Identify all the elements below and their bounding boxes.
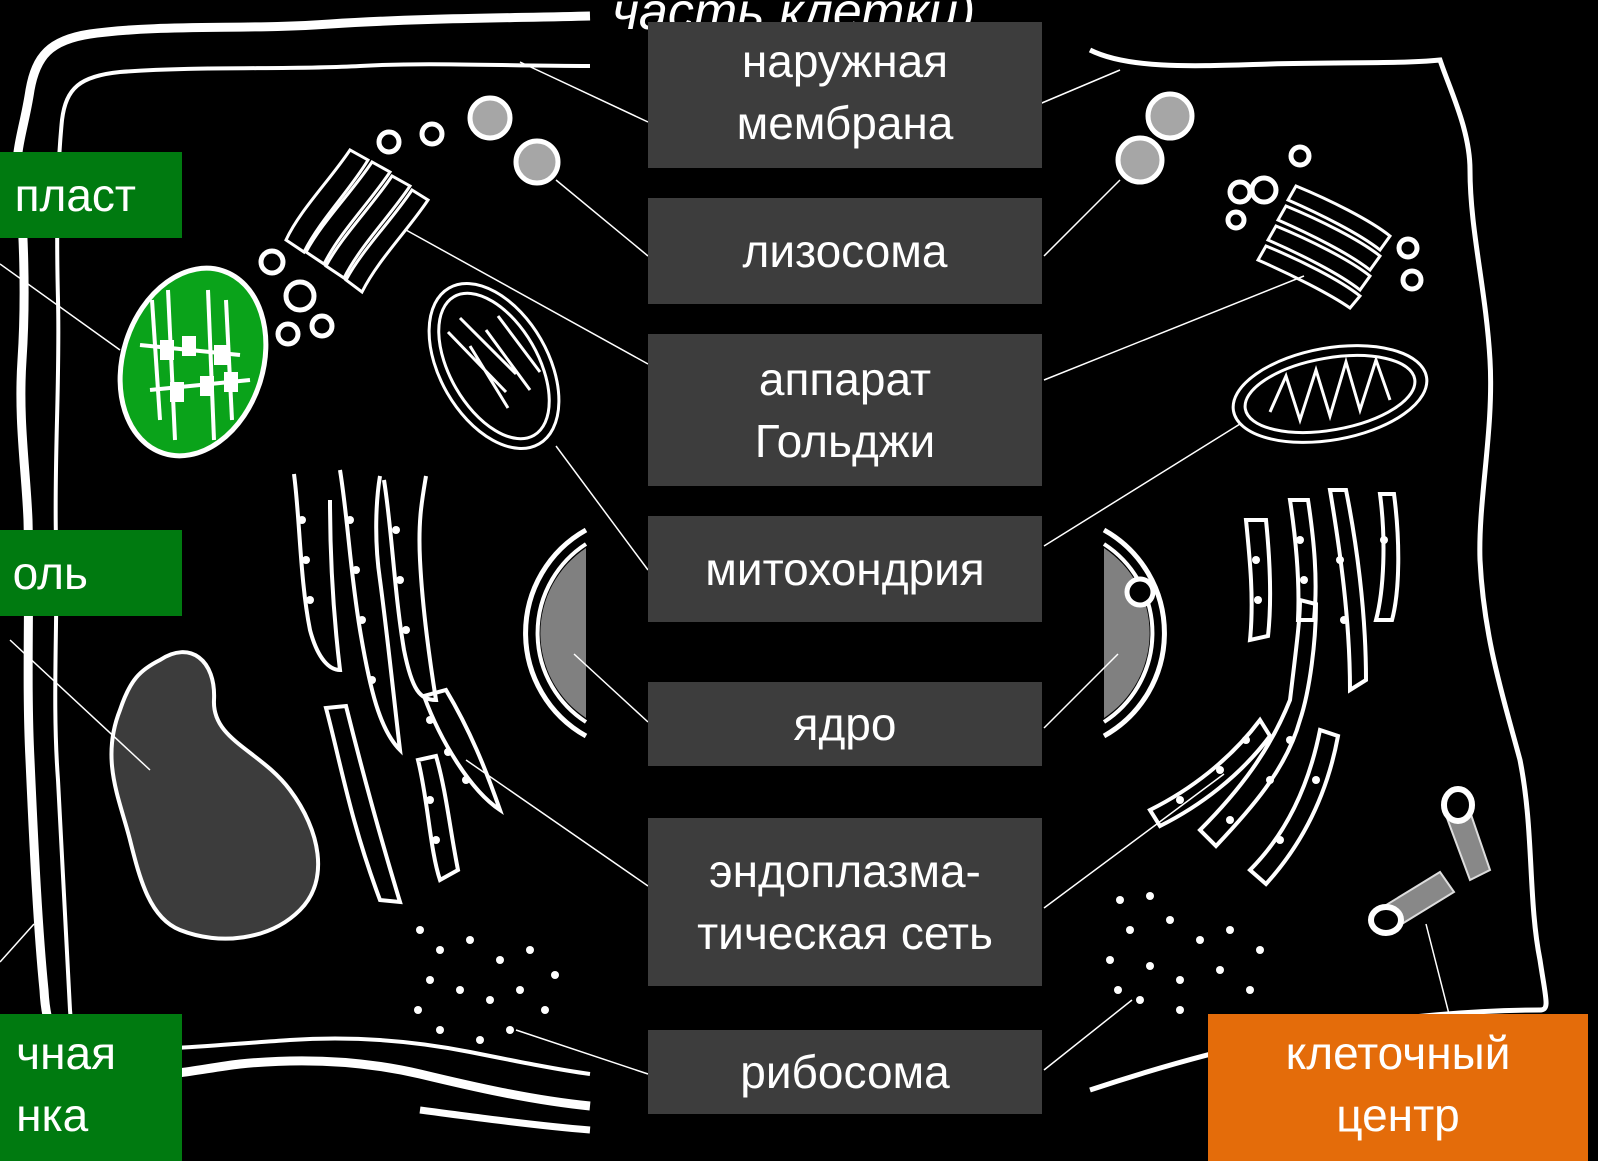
plant-er [294,470,500,902]
label-centrosome-line1: клеточный [1286,1022,1511,1084]
label-vacuole-text: оль [13,542,88,604]
label-golgi-line1: аппарат [755,348,936,410]
plant-ribosomes [414,926,559,1044]
label-membrane-line1: наружная [737,30,954,92]
animal-membrane [1090,50,1546,1090]
label-mitochondrion: митохондрия [648,516,1042,622]
animal-er [1150,490,1398,884]
animal-ribosomes [1106,892,1264,1014]
label-vacuole: оль [0,530,182,616]
label-er-line1: эндоплазма- [697,840,993,902]
label-chloroplast: пласт [0,152,182,238]
animal-nucleus [1104,530,1164,736]
label-golgi-line2: Гольджи [755,410,936,472]
plant-mitochondrion [402,261,586,471]
label-lysosome: лизосома [648,198,1042,304]
label-chloroplast-text: пласт [15,164,136,226]
label-nucleus: ядро [648,682,1042,766]
label-ribosome: рибосома [648,1030,1042,1114]
animal-cell [1090,50,1546,1090]
animal-lysosomes [1118,94,1192,182]
label-lysosome-text: лизосома [742,220,947,282]
centrioles [1371,789,1490,933]
label-centrosome-line2: центр [1286,1084,1511,1146]
chloroplast [97,249,289,475]
label-membrane-line2: мембрана [737,92,954,154]
animal-mitochondrion [1226,332,1435,457]
label-nucleus-text: ядро [794,693,897,755]
plant-cell-wall-bottom [420,1110,590,1130]
label-ribosome-text: рибосома [740,1041,950,1103]
label-mitochondrion-text: митохондрия [705,538,984,600]
plant-nucleus [526,530,586,736]
label-er-line2: тическая сеть [697,902,993,964]
vacuole [111,652,318,938]
plant-lysosomes [470,98,558,183]
label-cell-wall-line2: нка [16,1084,116,1146]
plant-golgi [286,150,428,292]
label-cell-wall-line1: чная [16,1022,116,1084]
label-er: эндоплазма-тическая сеть [648,818,1042,986]
animal-golgi [1258,186,1390,308]
